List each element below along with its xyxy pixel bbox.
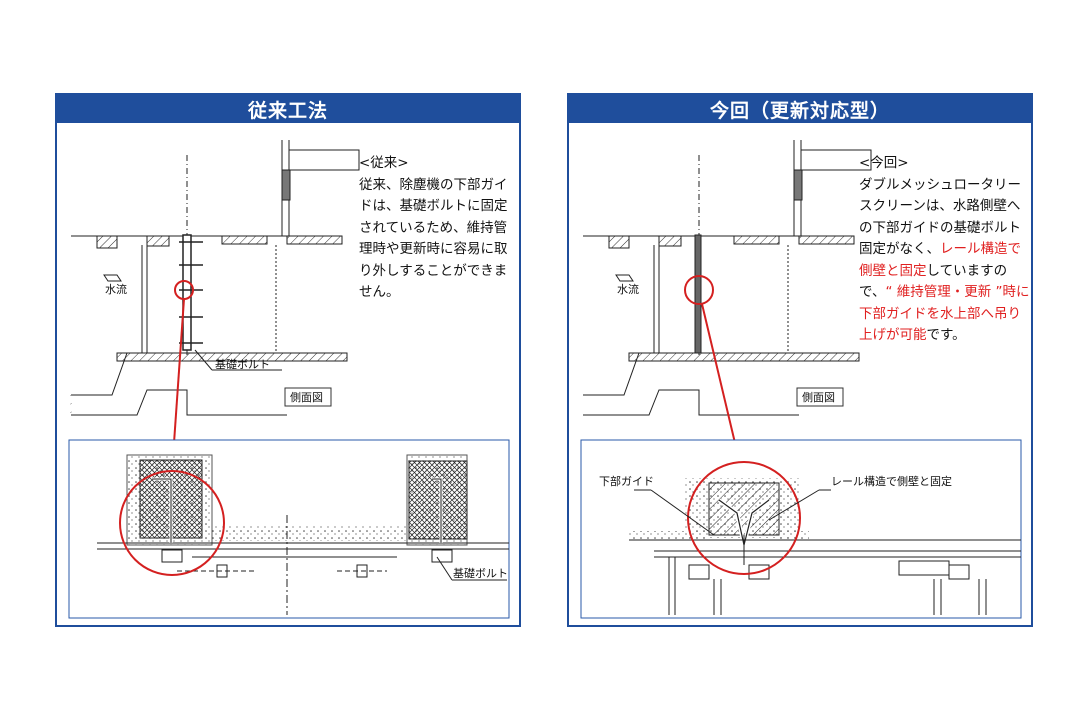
side-view	[70, 140, 360, 444]
flow-label: 水流	[105, 282, 127, 296]
panel-title: 従来工法	[57, 95, 519, 123]
view-label: 側面図	[802, 391, 835, 404]
description-heading: <従来>	[359, 155, 409, 171]
description: <従来> 従来、除塵機の下部ガイドは、基礎ボルトに固定されているため、維持管理時…	[359, 153, 519, 304]
detail-view: 下部ガイド レール構造で側壁と固定	[580, 439, 1022, 619]
updated-method-panel: 今回（更新対応型） <今回> ダブルメッシュロータリースクリーンは、水路側壁への…	[567, 93, 1033, 627]
flow-label: 水流	[617, 282, 639, 296]
description-highlight-1: レール構造で側壁と固定	[859, 241, 1021, 279]
description-text-3: です。	[926, 327, 966, 343]
panel-title: 今回（更新対応型）	[569, 95, 1031, 123]
side-view-drawing: 水流 基礎ボルト 側面図	[68, 140, 510, 619]
bolt-detail-label: 基礎ボルト	[453, 567, 508, 580]
description-text-1: ダブルメッシュロータリースクリーンは、水路側壁への下部ガイドの基礎ボルト固定がな…	[859, 176, 1021, 258]
detail-view: 基礎ボルト	[68, 439, 510, 619]
description-highlight-2: “ 維持管理・更新 ”時に下部ガイドを水上部へ吊り上げが可能	[859, 284, 1030, 343]
description-body: 従来、除塵機の下部ガイドは、基礎ボルトに固定されているため、維持管理時や更新時に…	[359, 176, 508, 301]
side-view-drawing: 水流 側面図	[580, 140, 1022, 619]
guide-label: 下部ガイド	[599, 474, 654, 488]
rail-label: レール構造で側壁と固定	[831, 474, 952, 488]
side-view	[583, 140, 872, 444]
conventional-method-panel: 従来工法 <従来> 従来、除塵機の下部ガイドは、基礎ボルトに固定されているため、…	[55, 93, 521, 627]
view-label: 側面図	[290, 391, 323, 404]
description: <今回> ダブルメッシュロータリースクリーンは、水路側壁への下部ガイドの基礎ボル…	[859, 153, 1031, 347]
bolt-label: 基礎ボルト	[215, 358, 270, 371]
description-text-2: していますので、	[859, 262, 1008, 301]
